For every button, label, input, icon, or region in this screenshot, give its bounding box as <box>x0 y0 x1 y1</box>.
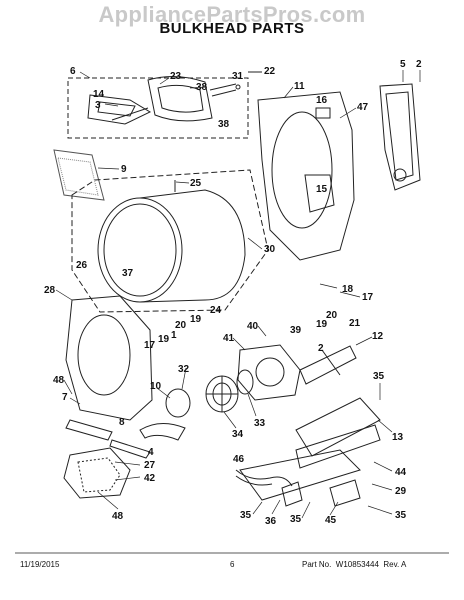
lint-screen <box>53 149 105 201</box>
callout-41: 41 <box>223 333 235 344</box>
callout-17-right: 17 <box>362 292 374 303</box>
footer-page: 6 <box>230 560 235 569</box>
callout-34: 34 <box>232 429 244 440</box>
callout-27: 27 <box>144 460 156 471</box>
footer-part-info: Part No. W10853444 Rev. A <box>302 560 407 569</box>
callout-28: 28 <box>44 285 56 296</box>
rear-bulkhead <box>257 91 355 261</box>
callout-2-top: 2 <box>416 59 422 70</box>
callout-17-left: 17 <box>144 340 156 351</box>
callout-44: 44 <box>395 467 407 478</box>
callout-20-left: 20 <box>175 320 187 331</box>
callout-31: 31 <box>232 71 244 82</box>
heater-panel <box>379 83 421 191</box>
hinge-cover-part <box>87 94 152 125</box>
ring-gasket <box>165 388 191 418</box>
callout-35-right: 35 <box>395 510 407 521</box>
footer-date: 11/19/2015 <box>20 560 60 569</box>
callout-19-right: 19 <box>316 319 328 330</box>
callout-23: 23 <box>170 71 182 82</box>
callout-6: 6 <box>70 66 76 77</box>
callout-29: 29 <box>395 486 407 497</box>
lower-duct <box>63 447 131 499</box>
diagram-title: BULKHEAD PARTS <box>159 20 305 37</box>
callout-38-bottom: 38 <box>218 119 230 130</box>
callout-14: 14 <box>93 89 105 100</box>
callout-18: 18 <box>342 284 354 295</box>
callout-21: 21 <box>349 318 361 329</box>
watermark: AppliancePartsPros.com <box>98 2 366 27</box>
callout-3: 3 <box>95 100 101 111</box>
heater-tube <box>299 345 357 385</box>
drum-dashed-box <box>71 169 269 313</box>
callout-37: 37 <box>122 268 134 279</box>
callout-labels: 6 23 31 22 38 14 3 38 11 16 47 5 2 9 25 … <box>44 59 422 527</box>
callout-36: 36 <box>265 516 277 527</box>
callout-20-right: 20 <box>326 310 338 321</box>
callout-4: 4 <box>148 447 154 458</box>
callout-25: 25 <box>190 178 202 189</box>
callout-19-mid: 19 <box>190 314 202 325</box>
blower-seal <box>236 369 254 395</box>
blower-wheel <box>205 375 239 413</box>
callout-48-top: 48 <box>53 375 65 386</box>
callout-45: 45 <box>325 515 337 526</box>
callout-24: 24 <box>210 305 222 316</box>
front-bulkhead <box>65 295 153 421</box>
callout-9: 9 <box>121 164 127 175</box>
callout-32: 32 <box>178 364 190 375</box>
lower-bracket-parts <box>281 479 361 507</box>
callout-13: 13 <box>392 432 404 443</box>
blower-housing <box>237 344 301 401</box>
base-plate <box>239 449 361 501</box>
callout-1: 1 <box>171 330 177 341</box>
drive-belt <box>139 423 186 441</box>
drum-support-strap <box>65 419 151 459</box>
base-bracket <box>295 397 381 469</box>
callout-19-left: 19 <box>158 334 170 345</box>
dryer-drum <box>97 180 246 303</box>
callout-33: 33 <box>254 418 266 429</box>
callout-30: 30 <box>264 244 276 255</box>
inlet-duct-part <box>147 76 213 122</box>
callout-46: 46 <box>233 454 245 465</box>
callout-35-mid: 35 <box>290 514 302 525</box>
callout-16: 16 <box>316 95 328 106</box>
thermal-fuse-part <box>209 83 241 97</box>
callout-42: 42 <box>144 473 156 484</box>
callout-5: 5 <box>400 59 406 70</box>
callout-2-mid: 2 <box>318 343 324 354</box>
callout-39: 39 <box>290 325 302 336</box>
wire-harness <box>235 469 293 487</box>
callout-10: 10 <box>150 381 162 392</box>
callout-35-left: 35 <box>240 510 252 521</box>
callout-40: 40 <box>247 321 259 332</box>
callout-48-bottom: 48 <box>112 511 124 522</box>
callout-7: 7 <box>62 392 68 403</box>
callout-8: 8 <box>119 417 125 428</box>
callout-11: 11 <box>294 81 305 92</box>
callout-26: 26 <box>76 260 88 271</box>
callout-22: 22 <box>264 66 276 77</box>
callout-47: 47 <box>357 102 369 113</box>
callout-15: 15 <box>316 184 328 195</box>
callout-35-top: 35 <box>373 371 385 382</box>
leader-lines <box>55 70 421 519</box>
callout-12: 12 <box>372 331 384 342</box>
